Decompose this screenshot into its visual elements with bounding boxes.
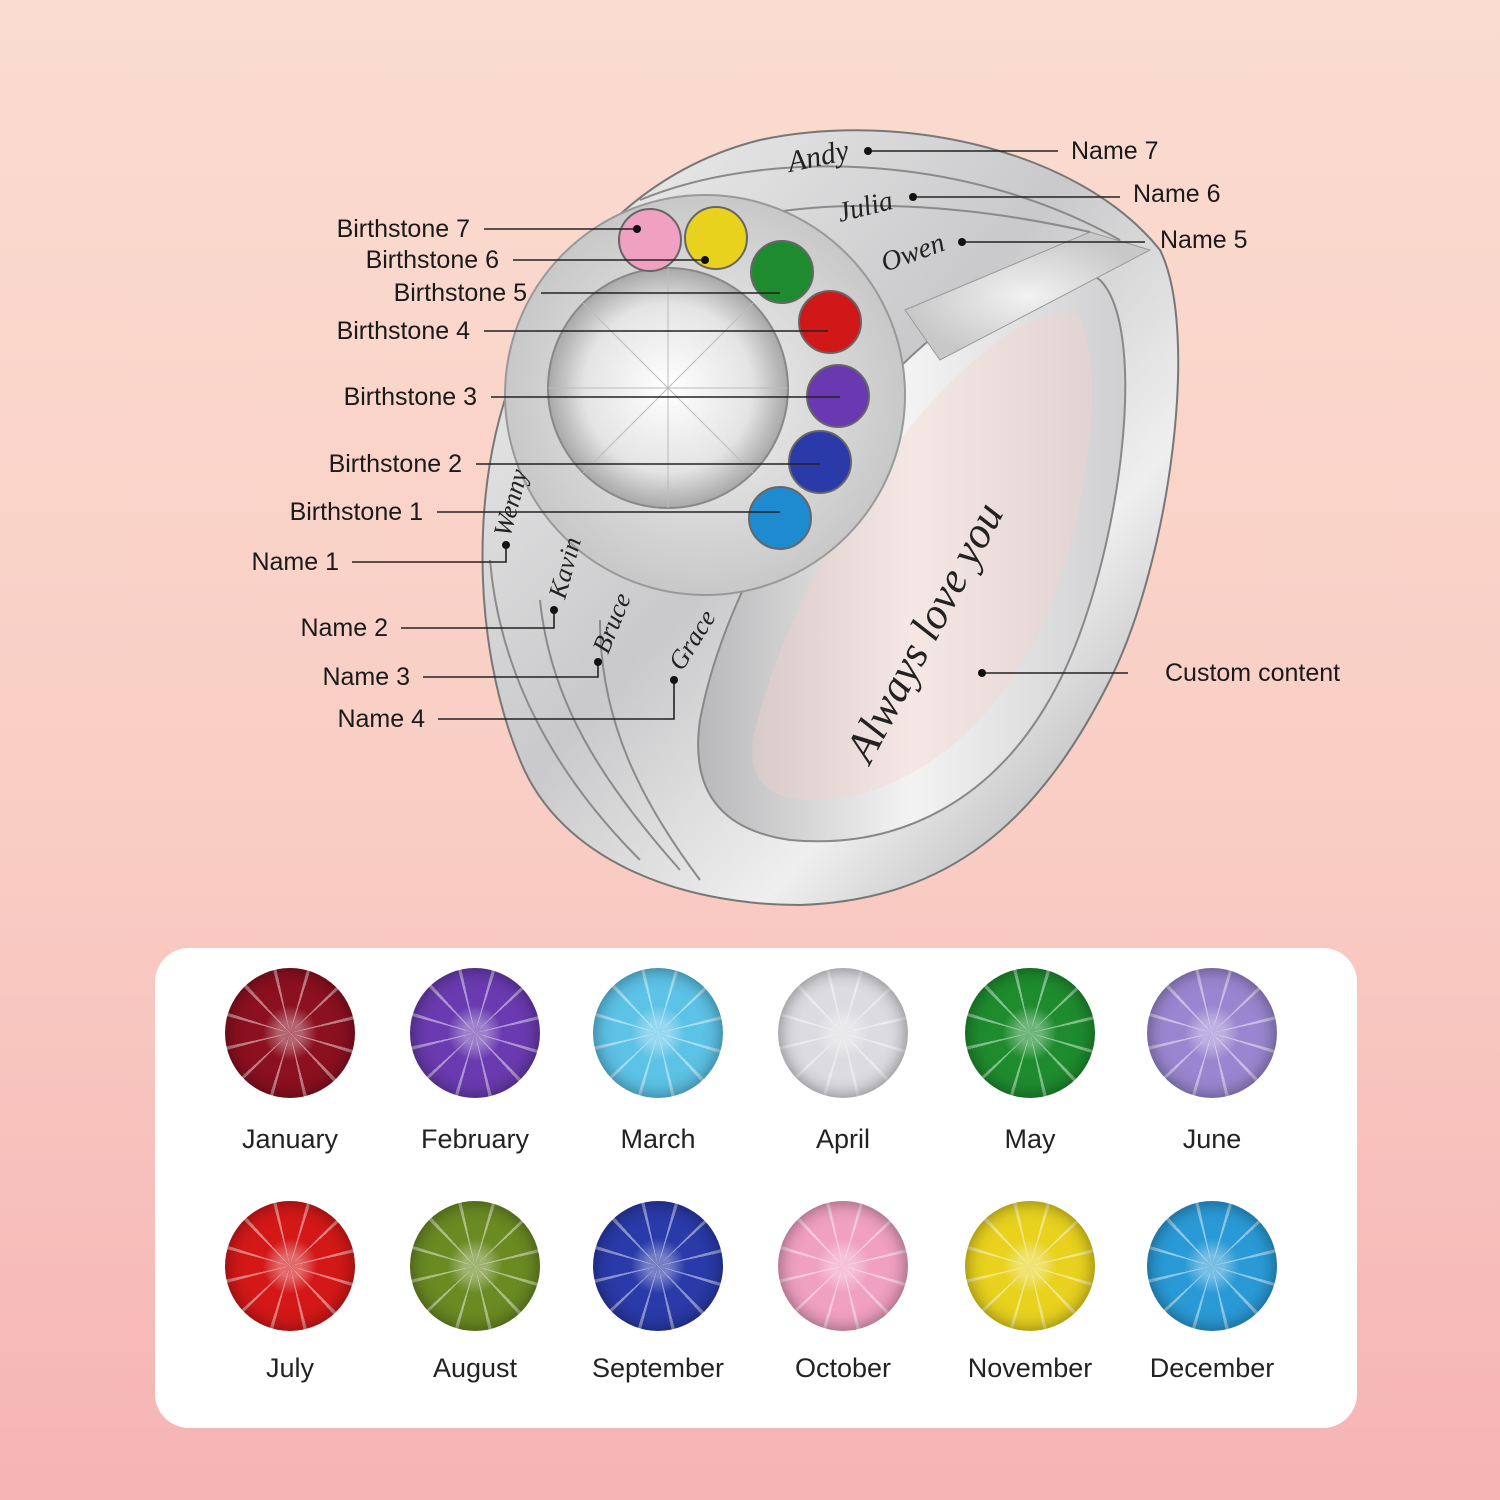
month-label: May [1004, 1124, 1056, 1154]
label-birthstone3: Birthstone 3 [343, 383, 477, 411]
label-name2: Name 2 [300, 614, 388, 642]
month-label: August [432, 1353, 518, 1383]
label-birthstone6: Birthstone 6 [365, 246, 499, 274]
month-label: February [420, 1124, 530, 1154]
ring-opening [752, 312, 1092, 800]
month-label: July [265, 1353, 315, 1383]
label-name6: Name 6 [1133, 180, 1221, 208]
label-name7: Name 7 [1071, 137, 1159, 165]
leader-dots [502, 147, 986, 684]
month-label: December [1149, 1353, 1275, 1383]
birthstone-gem-february [410, 968, 540, 1098]
birthstone-gem-april [778, 968, 908, 1098]
birthstone-gem-july [225, 1201, 355, 1331]
month-label: April [815, 1124, 871, 1154]
month-label: March [620, 1124, 696, 1154]
label-birthstone5: Birthstone 5 [393, 279, 527, 307]
birthstone-gem-november [965, 1201, 1095, 1331]
label-name3: Name 3 [322, 663, 410, 691]
birthstone-gem-march [593, 968, 723, 1098]
label-name4: Name 4 [337, 705, 425, 733]
birthstone-6 [684, 206, 748, 270]
label-birthstone4: Birthstone 4 [336, 317, 470, 345]
birthstone-7 [618, 208, 682, 272]
label-custom-content: Custom content [1165, 659, 1341, 687]
label-name1: Name 1 [251, 548, 339, 576]
label-birthstone2: Birthstone 2 [328, 450, 462, 478]
month-label: October [794, 1353, 892, 1383]
label-birthstone1: Birthstone 1 [289, 498, 423, 526]
birthstone-3 [806, 364, 870, 428]
ring-illustration: Andy Julia Owen Wenny Kavin Bruce Grace … [352, 129, 1180, 907]
pave-band [904, 231, 1152, 361]
birthstone-gem-january [225, 968, 355, 1098]
birthstone-gem-september [593, 1201, 723, 1331]
birthstone-gem-august [410, 1201, 540, 1331]
month-label: January [241, 1124, 339, 1154]
label-birthstone7: Birthstone 7 [336, 215, 470, 243]
birthstone-5 [750, 240, 814, 304]
month-label: September [591, 1353, 725, 1383]
month-label: June [1182, 1124, 1242, 1154]
month-label: November [967, 1353, 1093, 1383]
birthstone-gem-october [778, 1201, 908, 1331]
birthstone-gem-may [965, 968, 1095, 1098]
label-name5: Name 5 [1160, 226, 1248, 254]
birthstone-gem-december [1147, 1201, 1277, 1331]
birthstone-1 [748, 486, 812, 550]
birthstone-2 [788, 430, 852, 494]
leader-lines [352, 150, 1145, 720]
birthstone-gem-june [1147, 968, 1277, 1098]
birthstone-4 [798, 290, 862, 354]
band-grooves [489, 165, 1121, 881]
diamond-facets [548, 268, 788, 508]
